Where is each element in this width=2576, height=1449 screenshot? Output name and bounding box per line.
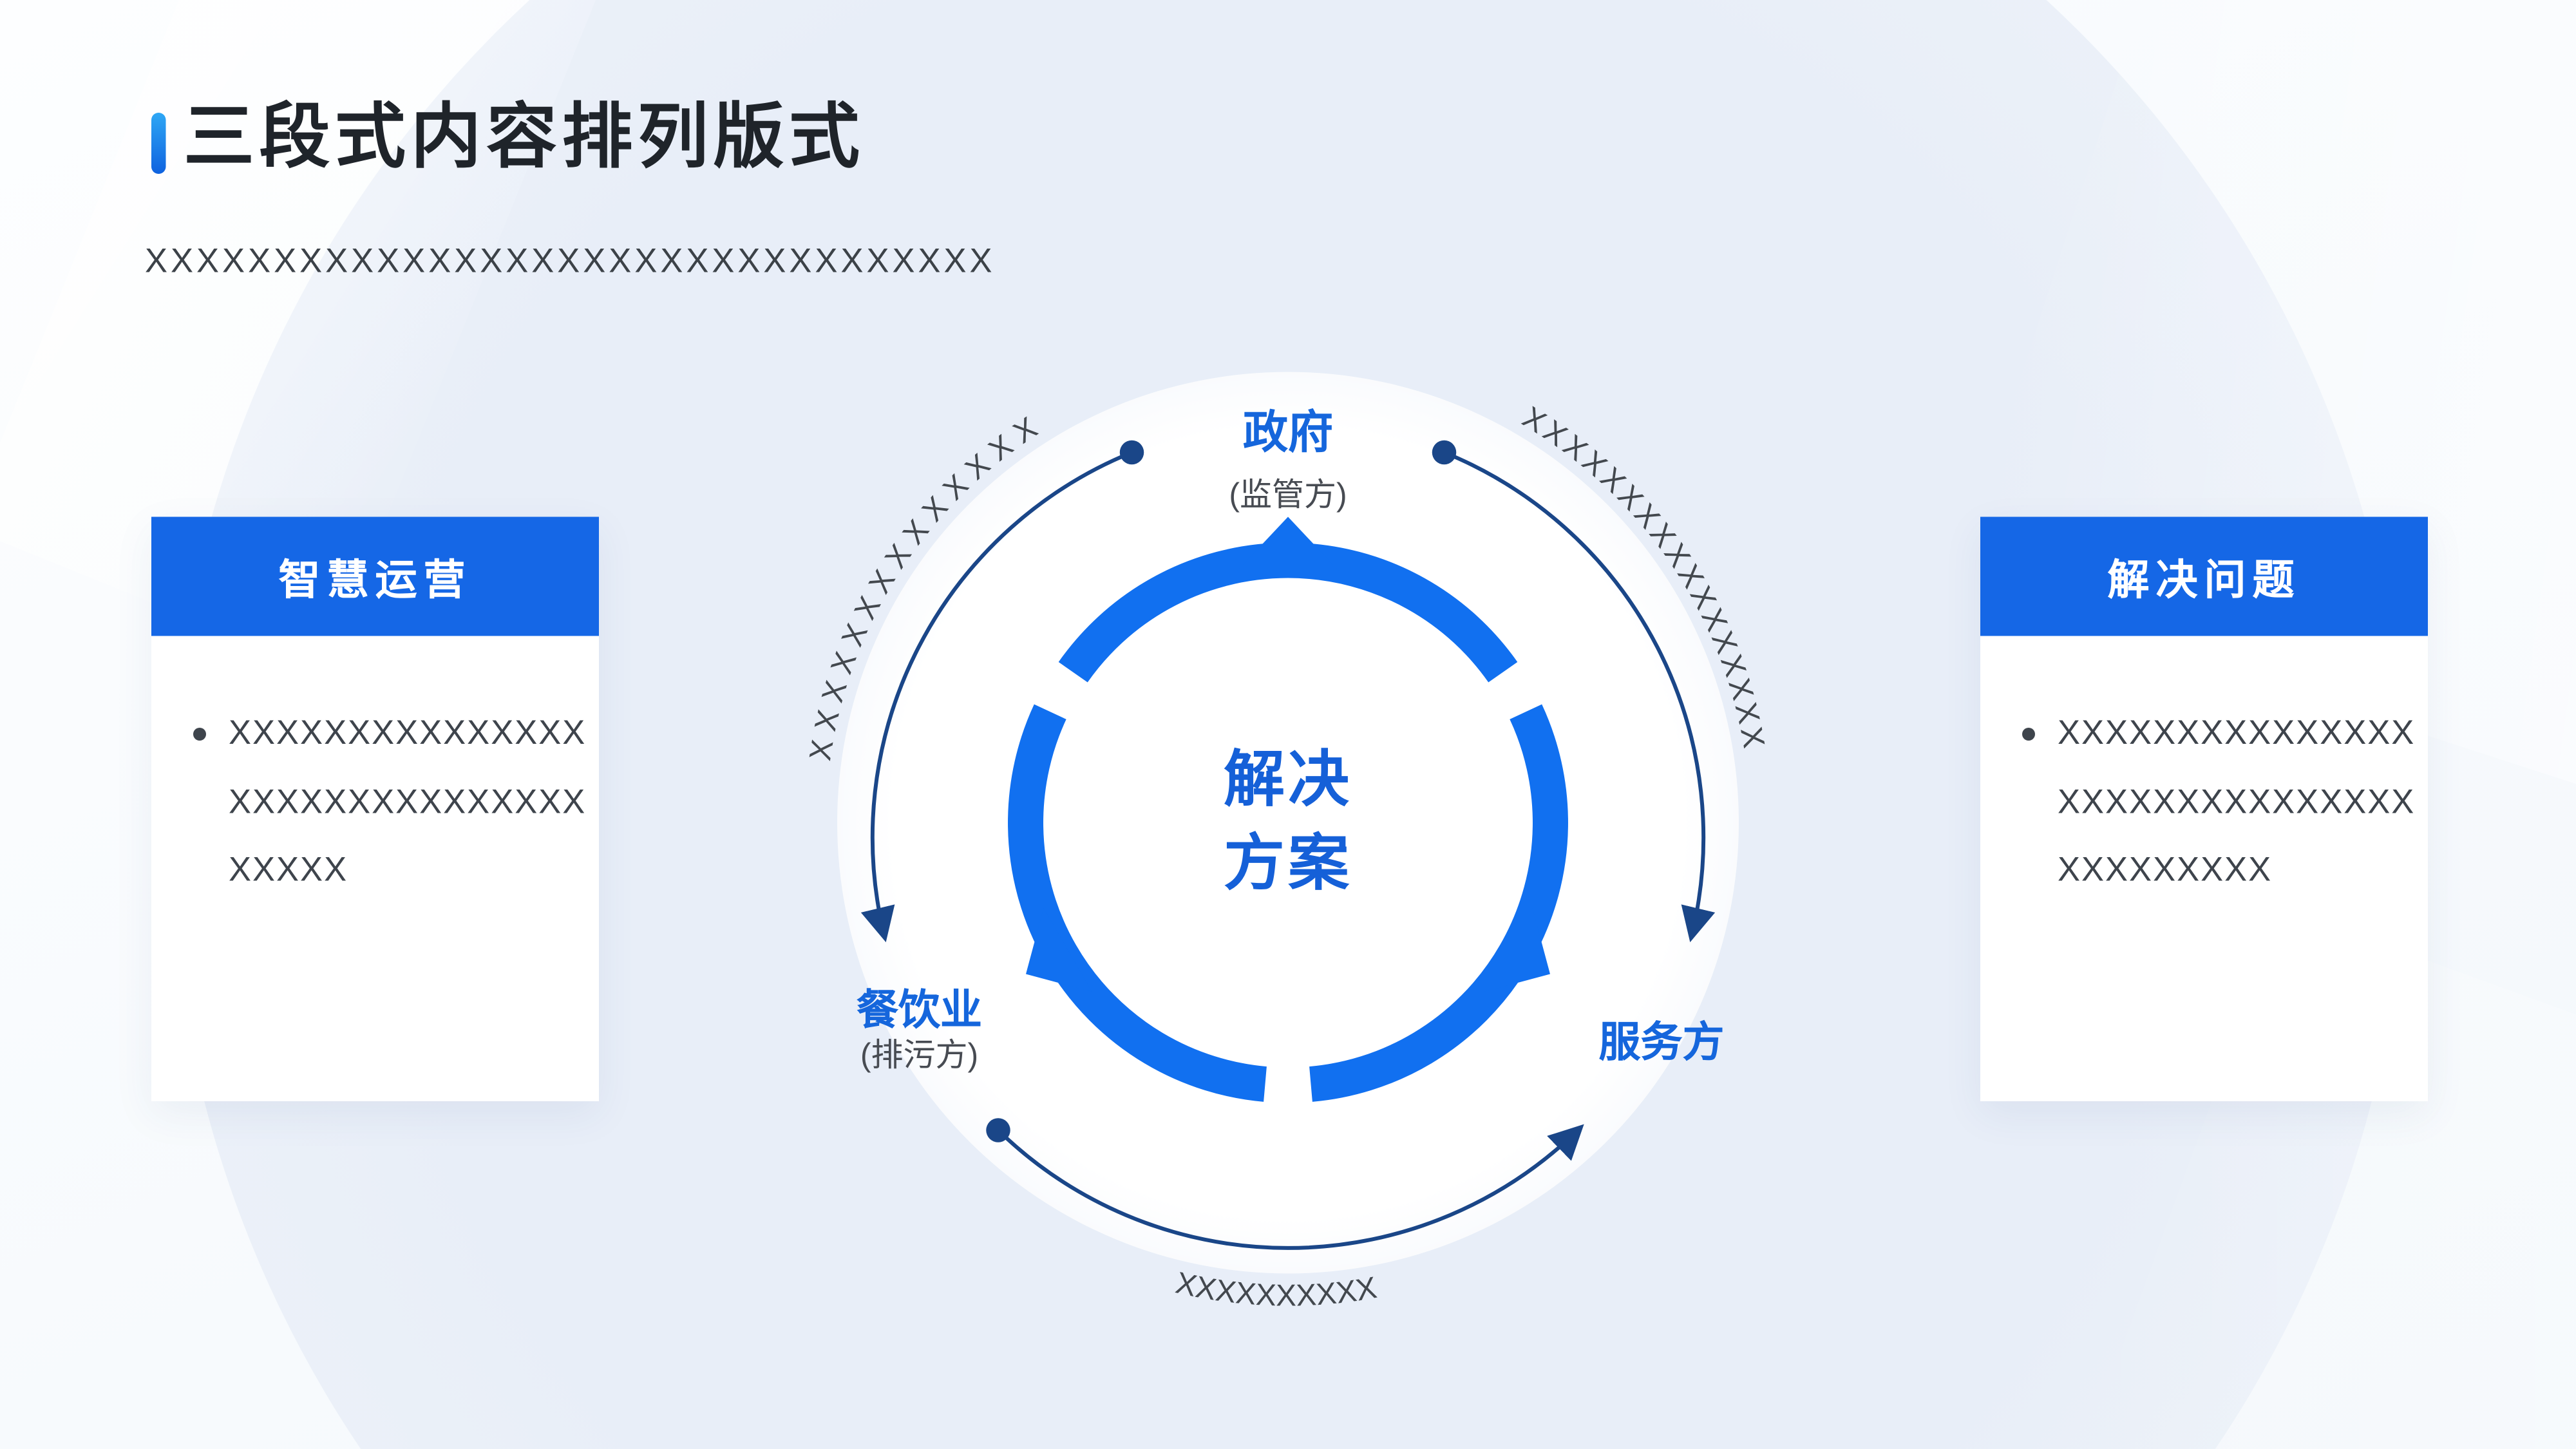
connector-text-bottom: XXXXXXXXXX (1173, 1266, 1379, 1313)
node-sublabel-regulator: (监管方) (1229, 478, 1347, 514)
card-solve-problem: 解决问题 XXXXXXXXXXXXXXX XXXXXXXXXXXXXXX XXX… (1980, 516, 2428, 1101)
connector-gov-to-service (1443, 450, 1716, 943)
card-smart-operation-line: XXXXXXXXXXXXXXX (229, 783, 587, 820)
bullet-dot-icon (2022, 728, 2035, 741)
solution-center-line1: 解决 (1223, 747, 1352, 815)
ring-pointer-top (1236, 516, 1340, 572)
card-smart-operation-line: XXXXXXXXXXXXXXX (229, 715, 587, 752)
connector-text-right: XXXXXXXXXXXXXXXXX (1517, 400, 1768, 754)
solution-center-text: 解决 方案 (1143, 739, 1433, 907)
card-solve-problem-body: XXXXXXXXXXXXXXX XXXXXXXXXXXXXXX XXXXXXXX… (1980, 636, 2428, 906)
connector-gov-to-catering (860, 450, 1133, 943)
cycle-diagram: XXXXXXXXXXXXXX XXXXXXXXXXXXXXXXX XXXXXXX… (803, 400, 1772, 1313)
node-sublabel-polluter: (排污方) (860, 1038, 979, 1074)
connector-text-left: XXXXXXXXXXXXXX (803, 408, 1043, 762)
cycle-connectors (860, 450, 1716, 1250)
title-accent-bar (151, 113, 166, 174)
connector-catering-to-service (996, 1124, 1584, 1250)
ring-pointer-lower-right (1484, 908, 1550, 992)
card-smart-operation-title: 智慧运营 (278, 554, 472, 603)
card-solve-problem-line: XXXXXXXXX (2058, 851, 2273, 889)
connector-dots (986, 440, 1457, 1142)
svg-text:XXXXXXXXXX: XXXXXXXXXX (1173, 1266, 1383, 1313)
card-smart-operation: 智慧运营 XXXXXXXXXXXXXXX XXXXXXXXXXXXXXX XXX… (151, 516, 599, 1101)
card-smart-operation-body: XXXXXXXXXXXXXXX XXXXXXXXXXXXXXX XXXXX (151, 636, 599, 906)
connector-dot-left (1119, 440, 1144, 465)
connector-dot-bottom (986, 1118, 1010, 1142)
node-label-government: 政府 (1242, 407, 1333, 458)
card-solve-problem-line: XXXXXXXXXXXXXXX (2058, 715, 2416, 752)
bullet-dot-icon (193, 728, 206, 741)
solution-inner-disc (1043, 578, 1533, 1068)
card-smart-operation-header: 智慧运营 (151, 516, 599, 636)
card-solve-problem-title: 解决问题 (2107, 554, 2301, 603)
page-title: 三段式内容排列版式 (184, 98, 865, 178)
node-label-service: 服务方 (1598, 1018, 1725, 1066)
ring-pointers (1026, 516, 1550, 992)
solution-center-line2: 方案 (1223, 831, 1352, 898)
connector-dot-right (1432, 440, 1457, 465)
ring-pointer-lower-left (1026, 908, 1092, 992)
card-solve-problem-line: XXXXXXXXXXXXXXX (2058, 783, 2416, 820)
svg-text:XXXXXXXXXXXXXX: XXXXXXXXXXXXXX (803, 408, 1046, 762)
page-subtitle: XXXXXXXXXXXXXXXXXXXXXXXXXXXXXXXXX (145, 243, 996, 281)
svg-text:XXXXXXXXXXXXXXXXX: XXXXXXXXXXXXXXXXX (1517, 400, 1772, 754)
node-label-catering: 餐饮业 (856, 985, 982, 1034)
card-solve-problem-header: 解决问题 (1980, 516, 2428, 636)
card-smart-operation-line: XXXXX (229, 851, 348, 889)
